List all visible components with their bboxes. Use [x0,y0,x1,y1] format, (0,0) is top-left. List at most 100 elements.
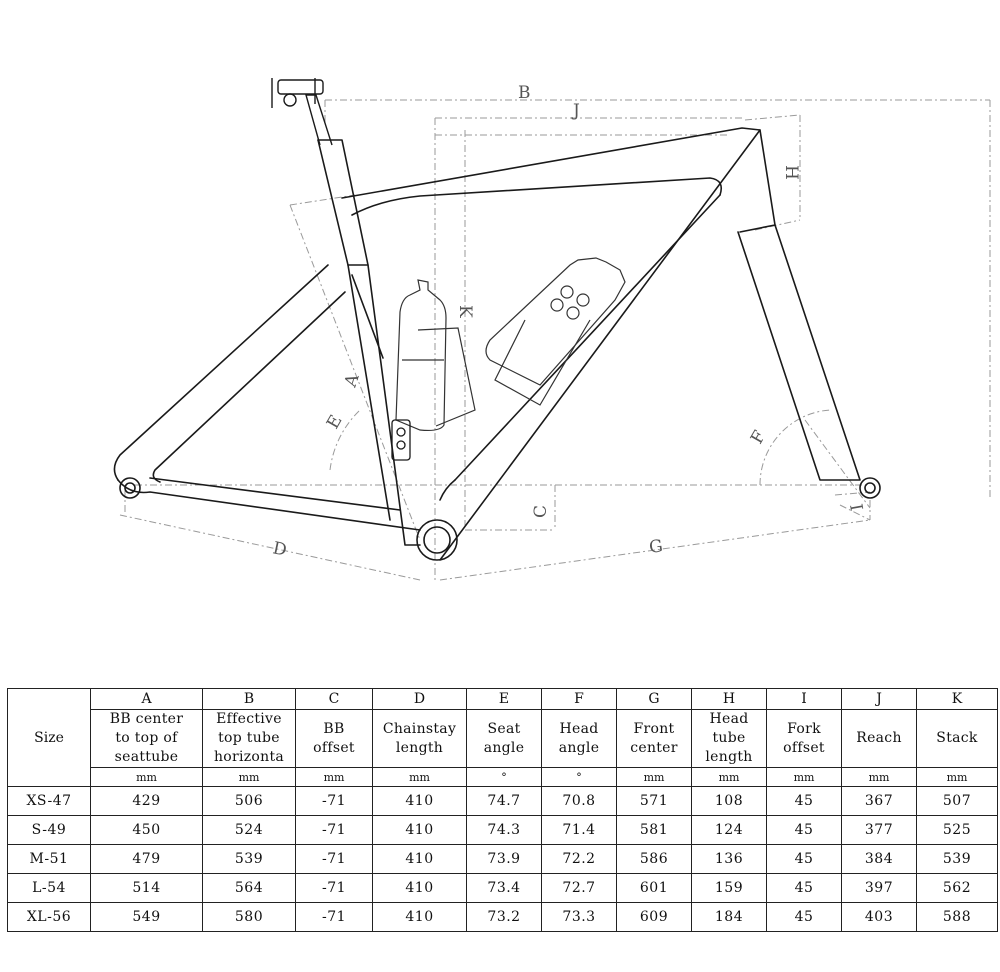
value-cell-k: 507 [916,786,998,816]
column-unit-j: mm [841,767,917,787]
value-cell-d: 410 [372,786,467,816]
size-cell: S-49 [7,815,91,845]
column-unit-e: ° [466,767,542,787]
dim-label-d: D [271,538,289,560]
value-cell-h: 124 [691,815,767,845]
dim-label-k: K [455,305,475,318]
value-cell-e: 73.2 [466,902,542,932]
column-letter-h: H [691,688,767,710]
column-unit-i: mm [766,767,842,787]
value-cell-e: 73.4 [466,873,542,903]
column-unit-f: ° [541,767,617,787]
value-cell-g: 581 [616,815,692,845]
water-bottle-icon [395,279,476,432]
value-cell-g: 609 [616,902,692,932]
size-cell: M-51 [7,844,91,874]
value-cell-k: 539 [916,844,998,874]
dim-label-j: J [571,101,580,121]
dim-label-a: A [340,371,363,390]
column-letter-g: G [616,688,692,710]
value-cell-k: 525 [916,815,998,845]
value-cell-i: 45 [766,786,842,816]
value-cell-g: 586 [616,844,692,874]
value-cell-c: -71 [295,815,373,845]
column-unit-b: mm [202,767,296,787]
column-letter-a: A [90,688,203,710]
value-cell-b: 580 [202,902,296,932]
water-bottle-icon-2 [485,257,626,406]
size-cell: XS-47 [7,786,91,816]
value-cell-j: 403 [841,902,917,932]
column-unit-k: mm [916,767,998,787]
value-cell-f: 71.4 [541,815,617,845]
value-cell-b: 506 [202,786,296,816]
value-cell-a: 549 [90,902,203,932]
value-cell-j: 377 [841,815,917,845]
column-letter-k: K [916,688,998,710]
dim-label-i: I [845,502,866,512]
column-unit-d: mm [372,767,467,787]
value-cell-b: 539 [202,844,296,874]
value-cell-f: 72.7 [541,873,617,903]
value-cell-f: 72.2 [541,844,617,874]
value-cell-d: 410 [372,873,467,903]
value-cell-h: 184 [691,902,767,932]
value-cell-e: 73.9 [466,844,542,874]
front-derailleur-mount [391,419,411,461]
dim-label-f: F [747,427,770,447]
bike-frame [113,127,881,561]
value-cell-c: -71 [295,873,373,903]
frame-geometry-diagram: A B C D E F G H I J K [113,78,991,581]
column-unit-c: mm [295,767,373,787]
value-cell-k: 588 [916,902,998,932]
value-cell-j: 367 [841,786,917,816]
value-cell-c: -71 [295,902,373,932]
dim-label-h: H [781,165,801,180]
value-cell-g: 571 [616,786,692,816]
dim-label-c: C [531,505,551,518]
value-cell-i: 45 [766,902,842,932]
column-name-k: Stack [916,709,998,768]
seat-post [271,78,333,146]
column-letter-e: E [466,688,542,710]
value-cell-e: 74.3 [466,815,542,845]
column-letter-c: C [295,688,373,710]
value-cell-b: 524 [202,815,296,845]
value-cell-b: 564 [202,873,296,903]
dim-label-e: E [323,412,347,433]
dim-label-g: G [648,536,664,558]
value-cell-d: 410 [372,815,467,845]
column-unit-g: mm [616,767,692,787]
value-cell-a: 479 [90,844,203,874]
value-cell-j: 384 [841,844,917,874]
value-cell-i: 45 [766,844,842,874]
value-cell-a: 450 [90,815,203,845]
column-letter-j: J [841,688,917,710]
value-cell-j: 397 [841,873,917,903]
column-letter-i: I [766,688,842,710]
size-cell: L-54 [7,873,91,903]
column-letter-f: F [541,688,617,710]
column-name-j: Reach [841,709,917,768]
value-cell-c: -71 [295,844,373,874]
value-cell-h: 136 [691,844,767,874]
value-cell-a: 514 [90,873,203,903]
column-letter-b: B [202,688,296,710]
value-cell-a: 429 [90,786,203,816]
value-cell-c: -71 [295,786,373,816]
value-cell-g: 601 [616,873,692,903]
value-cell-i: 45 [766,815,842,845]
value-cell-f: 73.3 [541,902,617,932]
